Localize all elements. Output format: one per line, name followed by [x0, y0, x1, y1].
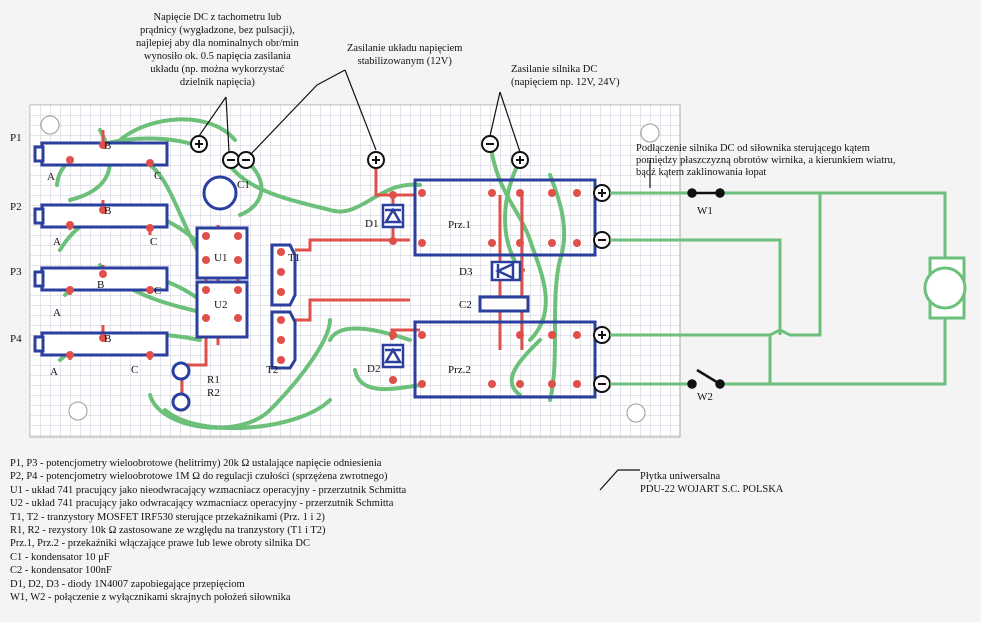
label-c: C — [150, 236, 157, 248]
label-t1: T1 — [288, 252, 300, 264]
label-a: A — [50, 366, 58, 378]
annotation-tacho: Napięcie DC z tachometru lub prądnicy (w… — [136, 12, 299, 88]
label-p1: P1 — [10, 132, 22, 144]
legend-item: U2 - układ 741 pracujący jako odwracając… — [10, 498, 394, 510]
legend-item: C2 - kondensator 100nF — [10, 565, 112, 577]
label-d1: D1 — [365, 218, 378, 230]
legend: P1, P3 - potencjometry wieloobrotowe (he… — [10, 457, 406, 604]
label-c: C — [154, 285, 161, 297]
label-c1: C1 — [237, 179, 250, 191]
legend-item: Prz.1, Prz.2 - przekaźniki włączające pr… — [10, 538, 311, 550]
diode-d1 — [381, 203, 405, 229]
label-u2: U2 — [214, 299, 227, 311]
potentiometer-p4 — [33, 331, 169, 357]
motor-wiring — [610, 191, 947, 386]
label-p3: P3 — [10, 266, 22, 278]
relay-prz2 — [413, 320, 597, 399]
resistor-r2 — [171, 392, 191, 412]
label-a: A — [47, 171, 55, 183]
legend-item: P1, P3 - potencjometry wieloobrotowe (he… — [10, 458, 382, 469]
potentiometer-p2 — [33, 203, 169, 229]
label-c2: C2 — [459, 299, 472, 311]
capacitor-c2 — [478, 295, 530, 313]
annotation-motor-connection: Podłączenie silnika DC od siłownika ster… — [636, 143, 896, 178]
label-t2: T2 — [266, 364, 278, 376]
label-prz2: Prz.2 — [448, 364, 471, 376]
label-prz1: Prz.1 — [448, 219, 471, 231]
motor-icon — [923, 256, 967, 320]
annotation-motor-supply: Zasilanie silnika DC (napięciem np. 12V,… — [511, 64, 620, 88]
resistor-r1 — [171, 361, 191, 381]
label-w1: W1 — [697, 205, 713, 217]
label-c: C — [131, 364, 138, 376]
potentiometer-p3 — [33, 266, 169, 292]
legend-item: U1 - układ 741 pracujący jako nieodwraca… — [10, 484, 407, 496]
label-c: C — [154, 170, 161, 182]
legend-item: C1 - kondensator 10 μF — [10, 551, 110, 563]
label-b: B — [97, 279, 104, 291]
label-p2: P2 — [10, 201, 22, 213]
legend-item: R1, R2 - rezystory 10k Ω zastosowane ze … — [10, 525, 326, 537]
switch-w1 — [687, 188, 725, 198]
label-r2: R2 — [207, 387, 220, 399]
label-p4: P4 — [10, 333, 22, 345]
capacitor-c1 — [202, 175, 238, 211]
label-d2: D2 — [367, 363, 380, 375]
annotation-supply: Zasilanie układu napięciem stabilizowany… — [347, 43, 463, 67]
diode-d2 — [381, 343, 405, 369]
label-b: B — [104, 205, 111, 217]
diode-d3 — [490, 260, 522, 282]
label-w2: W2 — [697, 391, 713, 403]
label-d3: D3 — [459, 266, 473, 278]
mounting-hole — [640, 123, 660, 143]
label-b: B — [104, 333, 111, 345]
label-a: A — [53, 307, 61, 319]
pads — [66, 141, 581, 388]
label-a: A — [53, 236, 61, 248]
relay-prz1 — [413, 178, 597, 257]
annotation-board: Płytka uniwersalna PDU-22 WOJART S.C. PO… — [640, 471, 784, 495]
switch-w2 — [687, 368, 725, 389]
label-r1: R1 — [207, 374, 220, 386]
mounting-hole — [68, 401, 88, 421]
legend-item: D1, D2, D3 - diody 1N4007 zapobiegające … — [10, 578, 245, 590]
label-b: B — [104, 140, 111, 152]
legend-item: W1, W2 - połączenie z wyłącznikami skraj… — [10, 592, 291, 604]
mounting-hole — [626, 403, 646, 423]
legend-item: P2, P4 - potencjometry wieloobrotowe 1M … — [10, 471, 388, 483]
mounting-hole — [40, 115, 60, 135]
legend-item: T1, T2 - tranzystory MOSFET IRF530 steru… — [10, 511, 325, 523]
leader-lines — [198, 69, 651, 491]
label-u1: U1 — [214, 252, 227, 264]
